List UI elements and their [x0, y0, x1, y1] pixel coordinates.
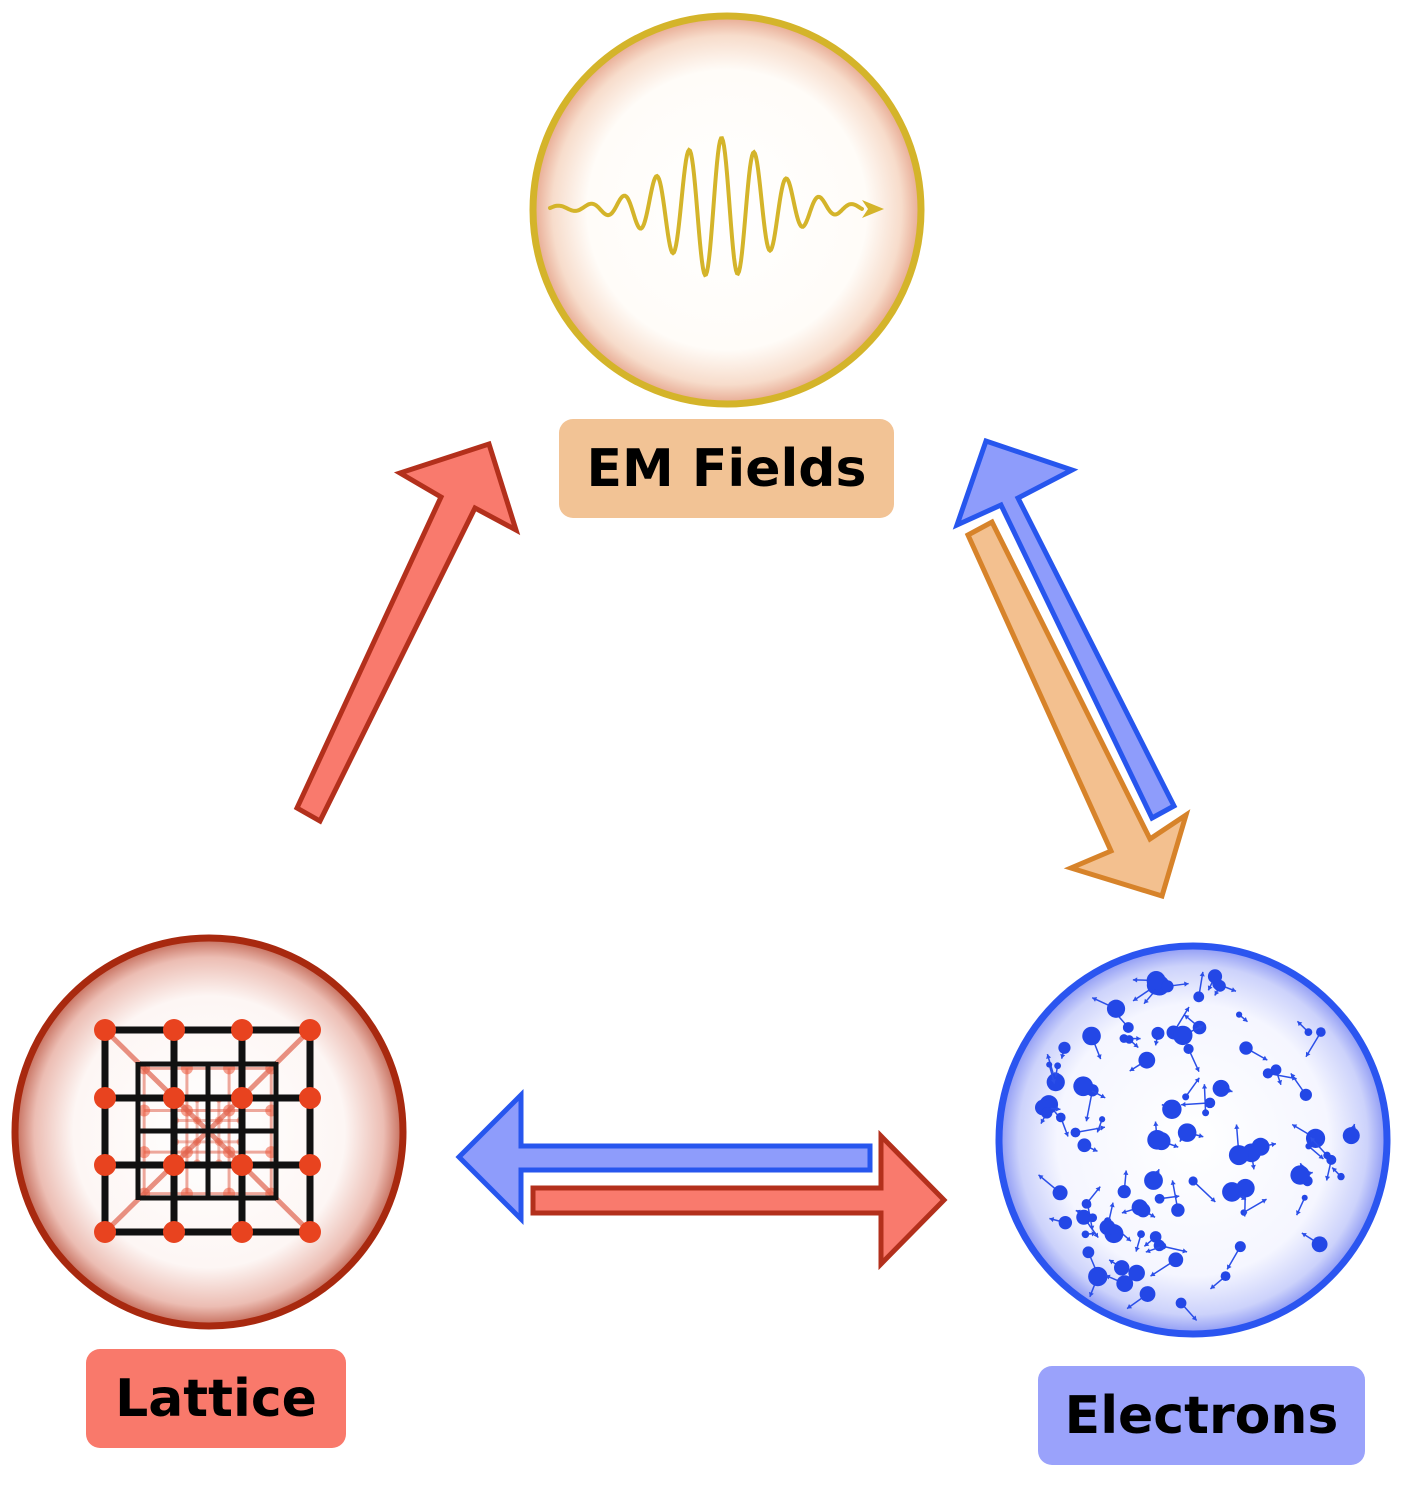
electron-cloud-icon — [1034, 969, 1360, 1321]
electrons-node — [995, 942, 1391, 1338]
em-fields-node — [529, 12, 925, 408]
electrons-label: Electrons — [1038, 1366, 1365, 1465]
electrons-circle — [995, 942, 1391, 1338]
wave-packet-icon — [548, 136, 884, 278]
em-fields-label: EM Fields — [559, 419, 894, 518]
arrow-electrons-to-em-fields — [952, 437, 1178, 822]
lattice-node — [11, 934, 407, 1330]
arrow-em-fields-to-electrons — [964, 518, 1191, 900]
arrow-lattice-to-em-fields — [293, 440, 521, 825]
lattice-label: Lattice — [86, 1349, 346, 1448]
arrow-lattice-to-electrons — [530, 1129, 948, 1271]
crystal-lattice-icon — [94, 1019, 321, 1243]
arrow-electrons-to-lattice — [455, 1088, 873, 1226]
em-fields-circle — [529, 12, 925, 408]
